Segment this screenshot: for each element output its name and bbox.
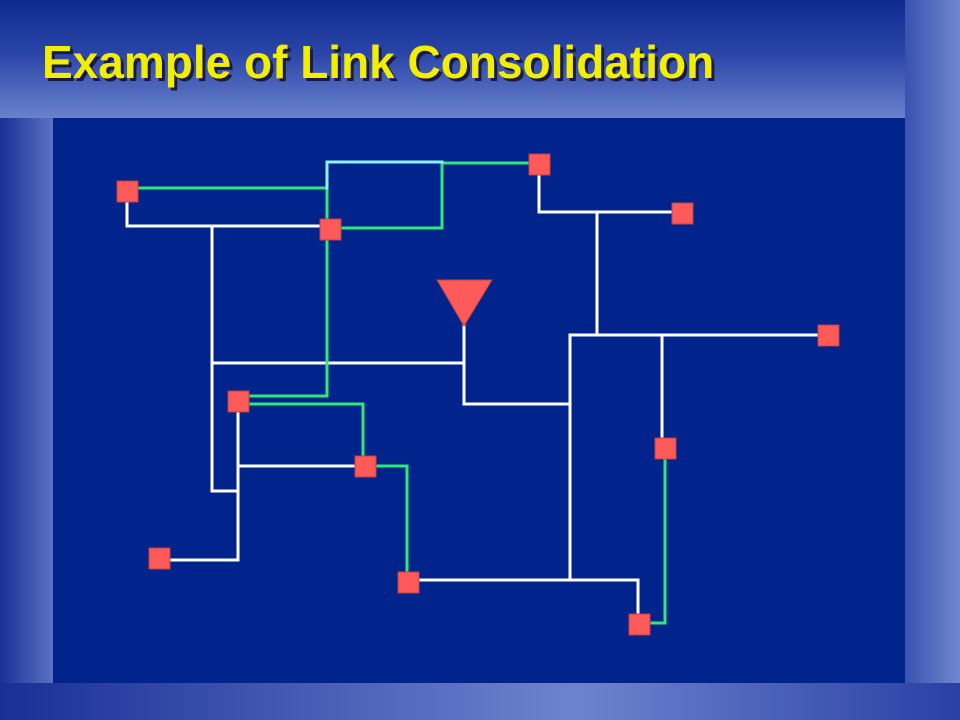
- link: [537, 162, 684, 214]
- left-frame-band: [0, 118, 53, 720]
- highlight-link: [325, 160, 444, 190]
- square-node-icon: [397, 571, 420, 594]
- square-node-icon: [116, 180, 139, 203]
- square-node-icon: [319, 218, 342, 241]
- square-node-icon: [671, 202, 694, 225]
- diagram-panel: [53, 118, 905, 683]
- square-node-icon: [628, 613, 651, 636]
- triangle-hub-icon: [436, 279, 493, 327]
- link: [407, 578, 640, 627]
- square-node-icon: [654, 437, 677, 460]
- consolidated-link: [638, 447, 667, 625]
- square-node-icon: [354, 455, 377, 478]
- link: [462, 321, 572, 406]
- white-links: [125, 162, 830, 627]
- consolidated-link: [236, 402, 365, 468]
- nodes: [116, 153, 840, 636]
- square-node-icon: [148, 547, 171, 570]
- link: [125, 189, 332, 228]
- link: [210, 224, 240, 493]
- consolidated-link: [328, 161, 541, 230]
- link: [157, 399, 240, 562]
- square-node-icon: [528, 153, 551, 176]
- bottom-frame-band: [0, 683, 960, 720]
- square-node-icon: [817, 324, 840, 347]
- title-band: [0, 0, 905, 118]
- cyan-links: [325, 160, 444, 190]
- slide-title: Example of Link Consolidation: [42, 36, 715, 88]
- right-frame-band: [905, 0, 960, 720]
- consolidated-links: [125, 161, 667, 625]
- square-node-icon: [227, 390, 250, 413]
- consolidated-link: [125, 186, 329, 398]
- consolidated-link: [363, 464, 409, 582]
